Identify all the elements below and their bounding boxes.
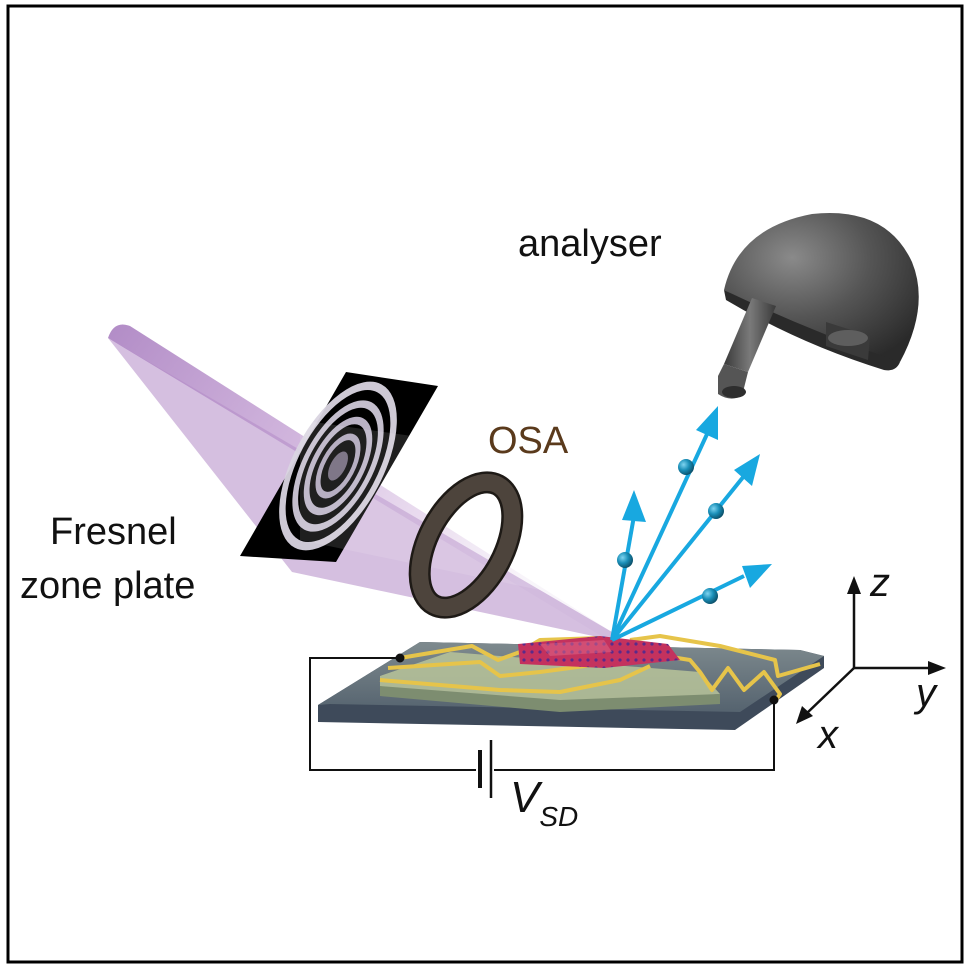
fresnel-zone-plate-icon: [240, 372, 540, 590]
axis-y-label: y: [913, 671, 939, 715]
fresnel-label-line2: zone plate: [20, 565, 195, 607]
figure-frame: [6, 4, 964, 964]
photoelectron-arrows: [610, 406, 772, 642]
circuit-wires: [309, 653, 779, 771]
osa-label: OSA: [488, 420, 569, 462]
fresnel-label-line1: Fresnel: [50, 511, 177, 553]
voltage-subscript: SD: [539, 801, 578, 832]
device-substrate: [318, 634, 824, 730]
voltage-main: V: [510, 773, 543, 822]
voltage-label: VSD: [510, 773, 578, 832]
battery-icon: [478, 740, 493, 798]
analyser-label: analyser: [518, 223, 662, 265]
coordinate-axes: [796, 576, 946, 724]
electron-spheres: [617, 459, 724, 604]
axis-z-label: z: [869, 561, 890, 605]
axis-x-label: x: [816, 713, 840, 757]
order-sorting-aperture-icon: [408, 471, 524, 619]
hemispherical-analyser-icon: [718, 213, 919, 399]
